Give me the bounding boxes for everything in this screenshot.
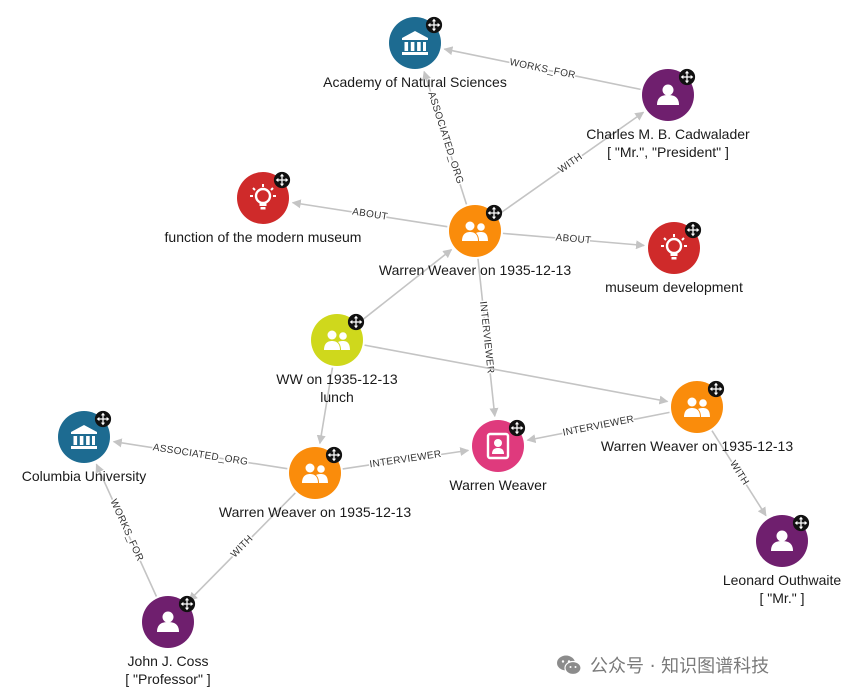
edge-lunch-ww2: [316, 367, 334, 445]
move-handle-icon[interactable]: [347, 313, 365, 331]
node-fmm[interactable]: function of the modern museum: [165, 171, 362, 245]
wechat-icon: [557, 655, 582, 676]
edge-line: [316, 367, 334, 445]
edge-label: WITH: [557, 151, 585, 175]
move-handle-icon[interactable]: [425, 16, 443, 34]
node-sublabel: [ "Mr.", "President" ]: [607, 144, 729, 160]
node-lunch[interactable]: WW on 1935-12-13 lunch: [276, 313, 398, 405]
node-label: Warren Weaver on 1935-12-13: [379, 262, 571, 278]
move-handle-icon[interactable]: [684, 221, 702, 239]
node-cmbc[interactable]: Charles M. B. Cadwalader [ "Mr.", "Presid…: [586, 68, 750, 160]
edge-label: INTERVIEWER: [477, 301, 496, 374]
node-label: Warren Weaver on 1935-12-13: [219, 504, 411, 520]
node-lo[interactable]: Leonard Outhwaite [ "Mr." ]: [723, 514, 842, 606]
move-handle-icon[interactable]: [325, 446, 343, 464]
edge-line: [526, 411, 670, 444]
node-wweaver[interactable]: Warren Weaver: [449, 419, 547, 493]
edge-label: ABOUT: [555, 232, 592, 246]
node-md[interactable]: museum development: [605, 221, 743, 295]
edge-label: WITH: [229, 533, 256, 560]
node-ans[interactable]: Academy of Natural Sciences: [323, 16, 507, 90]
edge-ww1-md: ABOUT: [502, 231, 646, 250]
edge-line: [497, 111, 645, 216]
watermark-text: 公众号 · 知识图谱科技: [590, 656, 770, 677]
edge-line: [342, 447, 470, 470]
move-handle-icon[interactable]: [94, 410, 112, 428]
move-handle-icon[interactable]: [508, 419, 526, 437]
edge-line: [112, 438, 288, 470]
node-label: WW on 1935-12-13: [276, 371, 398, 387]
edge-lunch-ww3: [364, 344, 669, 405]
edge-line: [477, 258, 499, 418]
edge-label: WITH: [727, 459, 751, 487]
edge-line: [364, 344, 669, 405]
edge-ww2-cu: ASSOCIATED_ORG: [112, 438, 288, 470]
node-sublabel: [ "Professor" ]: [125, 671, 210, 687]
node-label: Leonard Outhwaite: [723, 572, 842, 588]
edge-ww2-wweaver: INTERVIEWER: [342, 447, 470, 472]
move-handle-icon[interactable]: [273, 171, 291, 189]
edge-line: [188, 492, 296, 602]
edge-label: WORKS_FOR: [508, 57, 576, 81]
edge-label: INTERVIEWER: [562, 414, 635, 439]
edge-line: [95, 463, 158, 597]
node-label: museum development: [605, 279, 743, 295]
node-ww1[interactable]: Warren Weaver on 1935-12-13: [379, 204, 571, 278]
move-handle-icon[interactable]: [178, 595, 196, 613]
node-label: function of the modern museum: [165, 229, 362, 245]
edge-line: [291, 199, 448, 228]
move-handle-icon[interactable]: [678, 68, 696, 86]
edge-line: [422, 70, 468, 205]
edge-ww1-ans: ASSOCIATED_ORG: [422, 70, 468, 205]
node-label: Academy of Natural Sciences: [323, 74, 507, 90]
node-cu[interactable]: Columbia University: [22, 410, 146, 484]
node-label: Charles M. B. Cadwalader: [586, 126, 750, 142]
edge-jjc-cu: WORKS_FOR: [95, 463, 158, 597]
node-ww2[interactable]: Warren Weaver on 1935-12-13: [219, 446, 411, 520]
edge-ww3-wweaver: INTERVIEWER: [526, 411, 670, 444]
edge-ww1-wweaver: INTERVIEWER: [476, 258, 499, 418]
edge-line: [443, 46, 641, 91]
watermark: 公众号 · 知识图谱科技: [556, 650, 769, 680]
move-handle-icon[interactable]: [707, 380, 725, 398]
node-sublabel: lunch: [320, 389, 353, 405]
node-jjc[interactable]: John J. Coss [ "Professor" ]: [125, 595, 211, 687]
node-label: Columbia University: [22, 468, 146, 484]
edge-line: [711, 430, 767, 517]
node-sublabel: [ "Mr." ]: [760, 590, 805, 606]
move-handle-icon[interactable]: [792, 514, 810, 532]
edge-line: [502, 232, 646, 250]
node-label: Warren Weaver: [449, 477, 547, 493]
node-ww3[interactable]: Warren Weaver on 1935-12-13: [601, 380, 793, 454]
edge-label: INTERVIEWER: [369, 449, 442, 470]
edge-label: ABOUT: [351, 206, 388, 222]
edge-ww1-fmm: ABOUT: [291, 199, 448, 228]
edge-lunch-ww1: [358, 248, 453, 324]
edge-label: WORKS_FOR: [108, 498, 146, 564]
edge-line: [358, 248, 453, 324]
node-label: Warren Weaver on 1935-12-13: [601, 438, 793, 454]
move-handle-icon[interactable]: [485, 204, 503, 222]
edge-label: ASSOCIATED_ORG: [425, 90, 465, 185]
node-label: John J. Coss: [128, 653, 209, 669]
edge-label: ASSOCIATED_ORG: [152, 442, 249, 468]
